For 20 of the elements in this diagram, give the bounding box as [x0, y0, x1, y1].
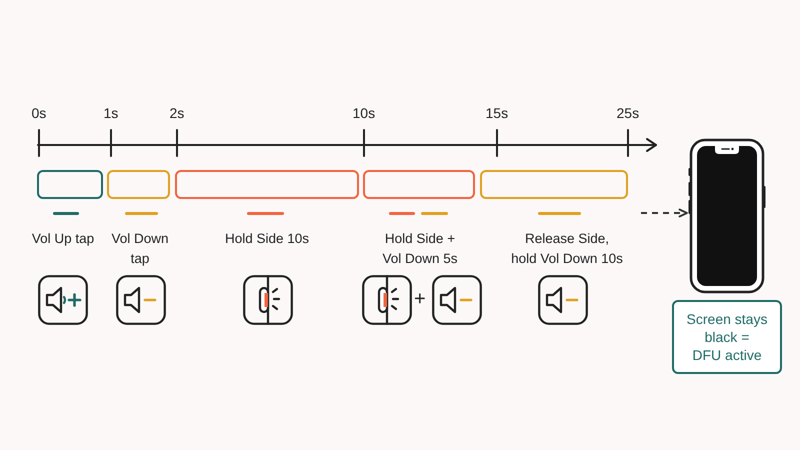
phase-bar: [480, 170, 628, 199]
phone-illustration: [688, 138, 768, 294]
status-note: Screen stays black = DFU active: [672, 300, 782, 374]
tick-label: 1s: [104, 105, 118, 122]
phase-bar: [363, 170, 475, 199]
step-caption: Vol Down tap: [110, 230, 170, 268]
phase-bar: [37, 170, 103, 199]
tick-label: 0s: [32, 105, 46, 122]
arrow: [641, 208, 688, 218]
step-caption: Vol Up tap: [31, 230, 95, 248]
plus-label: +: [414, 288, 426, 310]
tick-label: 10s: [352, 105, 376, 122]
phase-bar: [175, 170, 359, 199]
tick-label: 15s: [486, 105, 508, 122]
phase-bar: [107, 170, 170, 199]
step-caption: Hold Side + Vol Down 5s: [382, 230, 458, 268]
tick-label: 2s: [170, 105, 184, 122]
step-caption: Hold Side 10s: [224, 230, 310, 248]
tick-label: 25s: [616, 105, 640, 122]
step-caption: Release Side, hold Vol Down 10s: [510, 230, 624, 268]
